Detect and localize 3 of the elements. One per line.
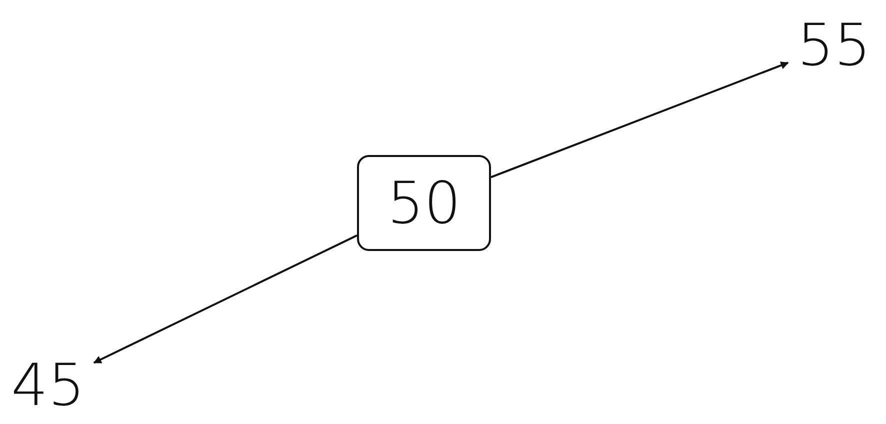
arrow [490, 62, 789, 178]
arrow [93, 234, 358, 364]
number-box: 50 [357, 155, 491, 251]
